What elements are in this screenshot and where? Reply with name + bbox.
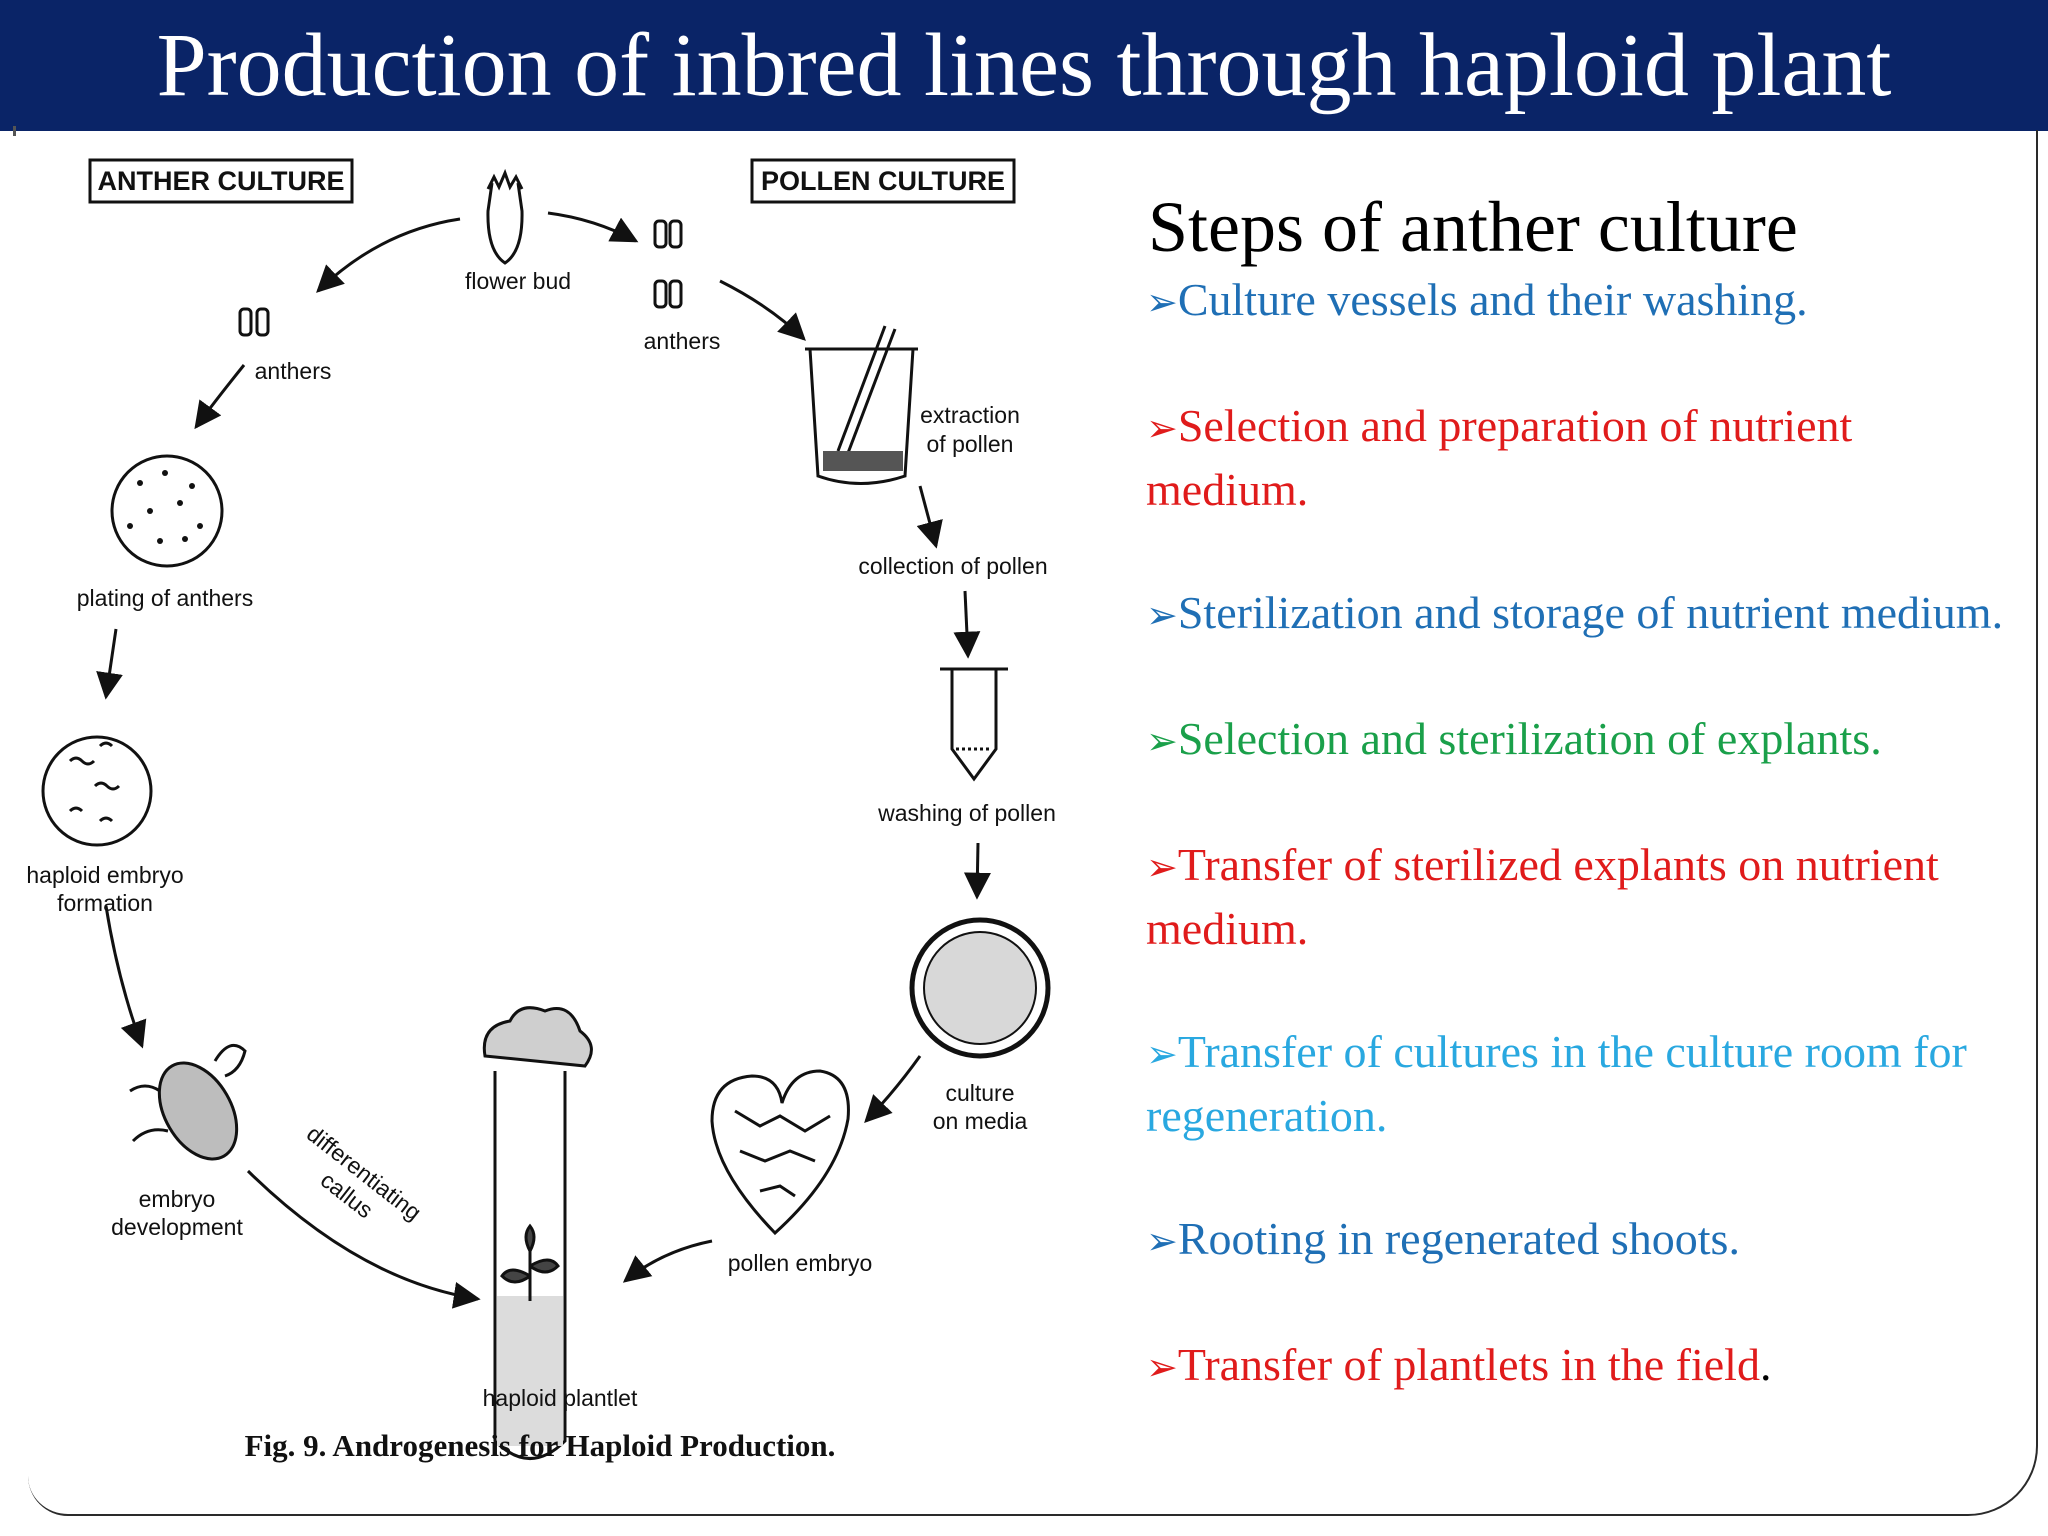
title-bar: [0, 0, 2048, 131]
step-text: Sterilization and storage of nutrient me…: [1177, 587, 2004, 638]
step-item: ➢Transfer of sterilized explants on nutr…: [1146, 834, 2026, 959]
embryo-formation-dish-drawing: [41, 735, 153, 847]
collection-of-pollen-label: collection of pollen: [858, 553, 1047, 579]
anthers-left-label: anthers: [255, 358, 332, 384]
step-text: Transfer of cultures in the culture room…: [1146, 1026, 1967, 1141]
cycle-arrows: [96, 211, 991, 1309]
bullet-arrow-icon: ➢: [1146, 593, 1178, 637]
bullet-arrow-icon: ➢: [1146, 719, 1178, 763]
step-text: Transfer of plantlets in the field: [1177, 1339, 1760, 1390]
pollen-culture-label: POLLEN CULTURE: [761, 166, 1005, 196]
slide-title: Production of inbred lines through haplo…: [156, 16, 1892, 115]
bullet-arrow-icon: ➢: [1146, 1345, 1178, 1389]
anthers-left-drawing: [238, 307, 270, 337]
bullet-arrow-icon: ➢: [1146, 1032, 1178, 1076]
culture-on-media-label-2: on media: [933, 1108, 1028, 1134]
flower-bud-drawing: [486, 168, 524, 265]
step-text: Selection and preparation of nutrient me…: [1146, 400, 1853, 515]
step-item: ➢Sterilization and storage of nutrient m…: [1146, 582, 2026, 646]
steps-panel: Steps of anther culture ➢Culture vessels…: [1146, 185, 2026, 1398]
step-text: Culture vessels and their washing.: [1177, 274, 1808, 325]
petri-dish-culture-drawing: [909, 917, 1051, 1059]
steps-heading: Steps of anther culture: [1148, 187, 1798, 267]
centrifuge-tube-drawing: [940, 667, 1008, 782]
anthers-right-label: anthers: [644, 328, 721, 354]
step-text: Rooting in regenerated shoots.: [1177, 1213, 1740, 1264]
bullet-arrow-icon: ➢: [1146, 845, 1178, 889]
differentiating-callus-group: differentiating callus: [302, 1120, 427, 1225]
step-item: ➢Transfer of plantlets in the field.: [1146, 1334, 2026, 1398]
anther-culture-label: ANTHER CULTURE: [98, 166, 345, 196]
extraction-of-pollen-label-2: of pollen: [927, 431, 1014, 457]
embryo-development-label-2: development: [111, 1214, 243, 1240]
bullet-arrow-icon: ➢: [1146, 280, 1178, 324]
anther-culture-box: ANTHER CULTURE: [88, 158, 354, 204]
embryo-development-drawing: [129, 1043, 247, 1161]
pollen-embryo-drawing: [710, 1069, 850, 1236]
pollen-culture-box: POLLEN CULTURE: [750, 158, 1016, 204]
step-item: ➢Selection and sterilization of explants…: [1146, 708, 2026, 772]
haploid-embryo-formation-label-1: haploid embryo: [26, 862, 183, 888]
anthers-right-drawing: [653, 219, 683, 309]
plating-dish-drawing: [110, 454, 224, 568]
beaker-drawing: [805, 325, 918, 485]
embryo-development-label-1: embryo: [139, 1186, 216, 1212]
step-text: Transfer of sterilized explants on nutri…: [1146, 839, 1939, 954]
step-text: Selection and sterilization of explants.: [1177, 713, 1882, 764]
bullet-arrow-icon: ➢: [1146, 406, 1178, 450]
step-item: ➢Rooting in regenerated shoots.: [1146, 1208, 2026, 1272]
bullet-arrow-icon: ➢: [1146, 1219, 1178, 1263]
step-item: ➢Transfer of cultures in the culture roo…: [1146, 1021, 2026, 1146]
pollen-embryo-label: pollen embryo: [728, 1250, 872, 1276]
step-trailing-period: .: [1759, 1339, 1772, 1390]
step-item: ➢Culture vessels and their washing.: [1146, 269, 2026, 333]
title-divider-mark: [13, 126, 16, 136]
slide-frame: [28, 130, 2038, 1516]
washing-of-pollen-label: washing of pollen: [877, 800, 1056, 826]
androgenesis-diagram: ANTHER CULTURE POLLEN CULTURE flower bud…: [0, 131, 1110, 1501]
figure-caption: Fig. 9. Androgenesis for Haploid Product…: [245, 1428, 836, 1463]
plating-of-anthers-label: plating of anthers: [77, 585, 253, 611]
extraction-of-pollen-label-1: extraction: [920, 402, 1020, 428]
step-item: ➢Selection and preparation of nutrient m…: [1146, 395, 2026, 520]
culture-tube-plantlet-drawing: [482, 1006, 593, 1460]
haploid-plantlet-label: haploid plantlet: [483, 1385, 638, 1411]
steps-list: ➢Culture vessels and their washing.➢Sele…: [1146, 269, 2026, 1398]
haploid-embryo-formation-label-2: formation: [57, 890, 153, 916]
culture-on-media-label-1: culture: [945, 1080, 1014, 1106]
flower-bud-label: flower bud: [465, 268, 571, 294]
